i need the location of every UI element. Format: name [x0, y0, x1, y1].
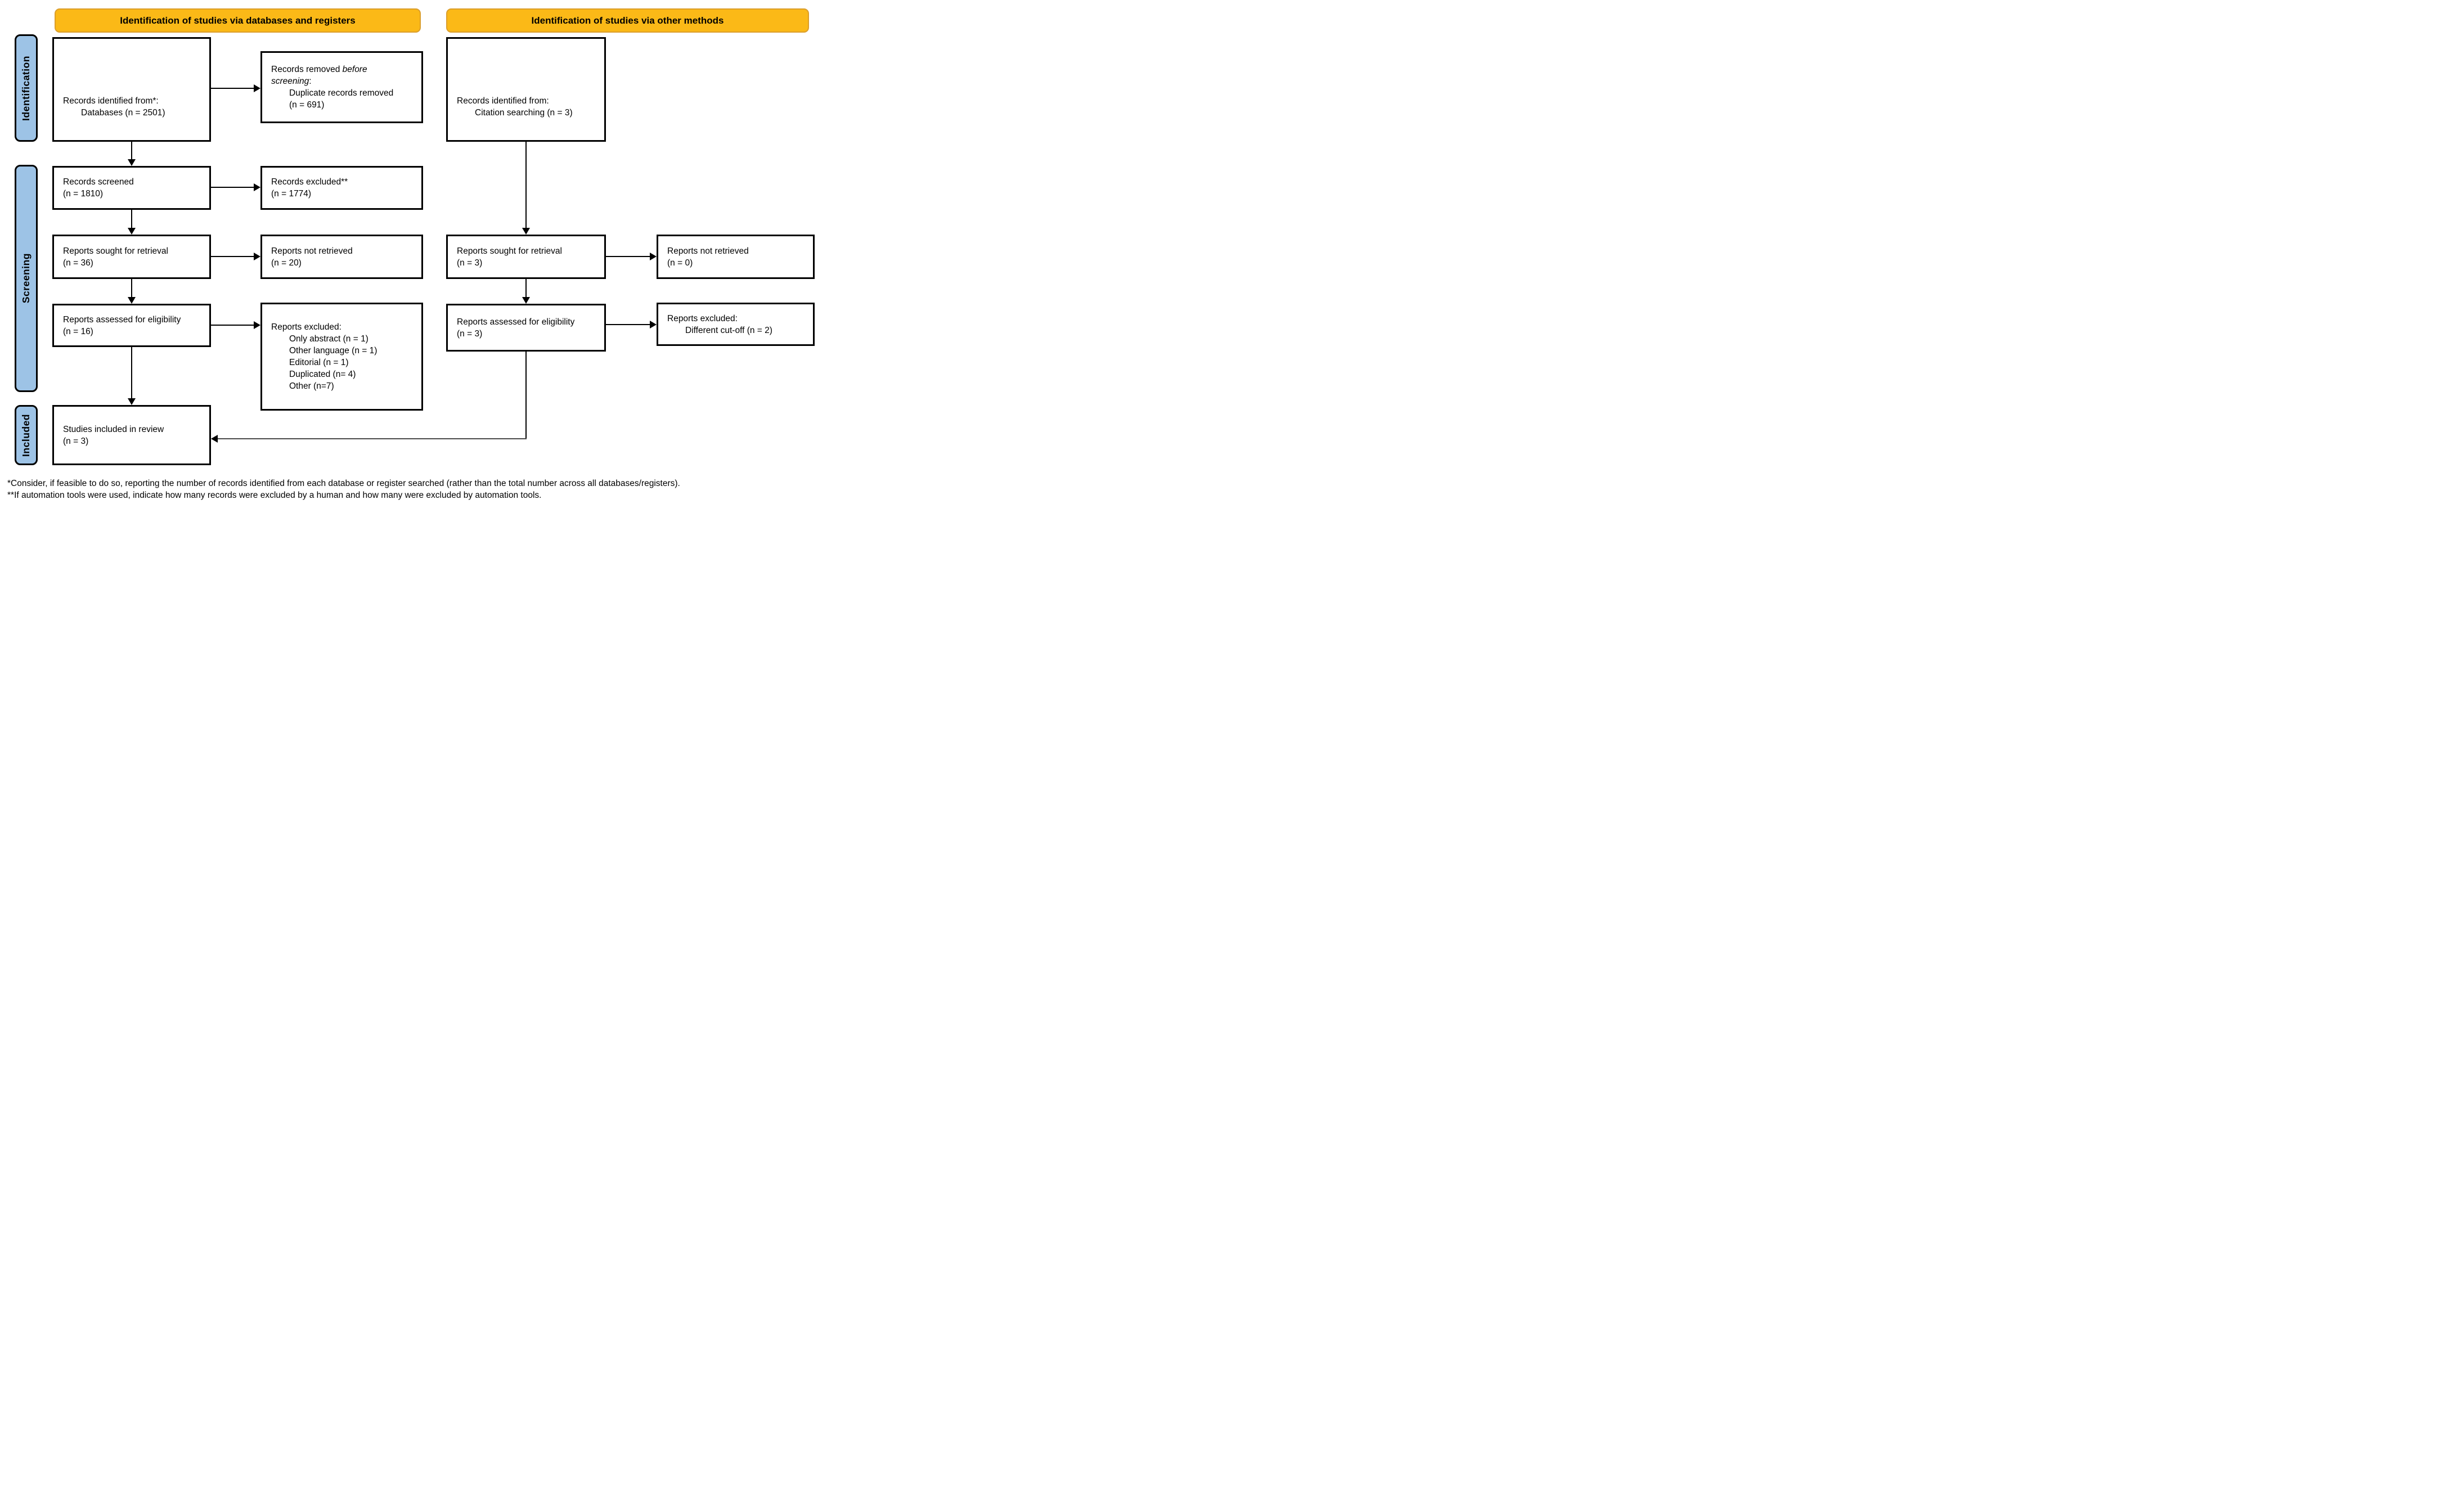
phase-tab-included: Included [15, 405, 38, 465]
connector-assessed-other-down-line [525, 352, 527, 439]
box-reports-not-retrieved-other: Reports not retrieved (n = 0) [657, 235, 815, 279]
arrow-screened-to-excluded-line [211, 187, 254, 188]
footnote-asterisk: *Consider, if feasible to do so, reporti… [7, 479, 680, 488]
arrow-assessed-to-included-head [128, 398, 136, 405]
box-reports-not-retrieved-line2: (n = 20) [271, 258, 302, 268]
arrow-assessed-other-to-excluded-line [606, 324, 650, 325]
box-reports-sought: Reports sought for retrieval (n = 36) [52, 235, 211, 279]
arrow-sought-other-to-assessed-line [525, 279, 527, 298]
box-reports-sought-other: Reports sought for retrieval (n = 3) [446, 235, 606, 279]
box-records-screened: Records screened (n = 1810) [52, 166, 211, 210]
arrow-assessed-to-reasons-line [211, 325, 254, 326]
arrow-screened-to-sought-line [131, 210, 132, 229]
box-reports-assessed-other-line1: Reports assessed for eligibility [457, 317, 575, 327]
banner-databases-registers: Identification of studies via databases … [55, 8, 421, 33]
connector-to-included-line [218, 438, 527, 439]
arrow-sought-to-assessed-head [128, 297, 136, 304]
box-records-removed-line1: Records removed before [271, 65, 367, 74]
box-records-excluded-line1: Records excluded** [271, 177, 348, 187]
box-citation-line2: Citation searching (n = 3) [475, 108, 573, 118]
arrow-sought-to-notretrieved-head [254, 253, 260, 260]
box-reports-sought-other-line1: Reports sought for retrieval [457, 246, 562, 256]
arrow-identified-to-screened-line [131, 142, 132, 160]
box-reports-excluded-item-1: Only abstract (n = 1) [289, 334, 369, 344]
box-records-excluded-line2: (n = 1774) [271, 189, 312, 199]
phase-tab-identification: Identification [15, 34, 38, 142]
phase-tab-identification-label: Identification [20, 55, 32, 121]
arrow-identified-to-removed-line [211, 88, 254, 89]
box-records-identified-line2: Databases (n = 2501) [81, 108, 165, 118]
box-records-screened-line1: Records screened [63, 177, 134, 187]
box-studies-included-line2: (n = 3) [63, 436, 89, 446]
arrow-citation-to-sought-head [522, 228, 530, 235]
box-citation-line1: Records identified from: [457, 96, 549, 106]
box-records-identified-line1: Records identified from*: [63, 96, 159, 106]
box-reports-not-retrieved-other-line2: (n = 0) [667, 258, 693, 268]
box-reports-excluded-item-4: Duplicated (n= 4) [289, 370, 356, 379]
box-records-identified-databases: Records identified from*: Databases (n =… [52, 37, 211, 142]
box-studies-included-line1: Studies included in review [63, 424, 164, 434]
footnotes: *Consider, if feasible to do so, reporti… [7, 478, 680, 501]
box-records-screened-line2: (n = 1810) [63, 189, 104, 199]
box-reports-not-retrieved-other-line1: Reports not retrieved [667, 246, 749, 256]
arrow-sought-other-to-assessed-head [522, 297, 530, 304]
arrow-screened-to-excluded-head [254, 183, 260, 191]
box-reports-assessed: Reports assessed for eligibility (n = 16… [52, 304, 211, 347]
box-reports-excluded-reasons: Reports excluded: Only abstract (n = 1) … [260, 303, 423, 411]
box-reports-excluded-title: Reports excluded: [271, 322, 341, 332]
arrow-sought-to-notretrieved-line [211, 256, 254, 257]
arrow-sought-to-assessed-line [131, 279, 132, 298]
banner-other-methods-label: Identification of studies via other meth… [531, 15, 724, 26]
arrow-assessed-to-included-line [131, 347, 132, 399]
box-reports-excluded-other-title: Reports excluded: [667, 313, 738, 323]
box-reports-sought-other-line2: (n = 3) [457, 258, 483, 268]
box-reports-excluded-other: Reports excluded: Different cut-off (n =… [657, 303, 815, 346]
box-reports-not-retrieved-line1: Reports not retrieved [271, 246, 353, 256]
phase-tab-screening-label: Screening [20, 253, 32, 304]
arrow-screened-to-sought-head [128, 228, 136, 235]
box-reports-assessed-line2: (n = 16) [63, 326, 93, 336]
box-records-identified-citation: Records identified from: Citation search… [446, 37, 606, 142]
box-reports-excluded-item-5: Other (n=7) [289, 381, 334, 391]
prisma-flow-diagram: Identification of studies via databases … [0, 0, 816, 504]
box-records-removed-before-screening: Records removed before screening: Duplic… [260, 51, 423, 123]
arrow-assessed-to-reasons-head [254, 321, 260, 329]
box-records-removed-line4: (n = 691) [289, 100, 325, 110]
banner-other-methods: Identification of studies via other meth… [446, 8, 809, 33]
box-reports-assessed-other: Reports assessed for eligibility (n = 3) [446, 304, 606, 352]
arrow-citation-to-sought-line [525, 142, 527, 228]
footnote-double-asterisk: **If automation tools were used, indicat… [7, 490, 542, 500]
box-reports-excluded-other-item: Different cut-off (n = 2) [685, 325, 772, 335]
arrow-identified-to-screened-head [128, 159, 136, 166]
arrow-sought-other-to-notretrieved-head [650, 253, 657, 260]
banner-databases-registers-label: Identification of studies via databases … [120, 15, 356, 26]
box-reports-excluded-item-3: Editorial (n = 1) [289, 358, 349, 367]
arrow-sought-other-to-notretrieved-line [606, 256, 650, 257]
phase-tab-screening: Screening [15, 165, 38, 392]
box-reports-assessed-other-line2: (n = 3) [457, 328, 483, 339]
box-records-excluded: Records excluded** (n = 1774) [260, 166, 423, 210]
arrow-identified-to-removed-head [254, 84, 260, 92]
box-studies-included: Studies included in review (n = 3) [52, 405, 211, 465]
connector-to-included-head [211, 435, 218, 443]
box-reports-sought-line1: Reports sought for retrieval [63, 246, 168, 256]
arrow-assessed-other-to-excluded-head [650, 321, 657, 328]
box-reports-not-retrieved: Reports not retrieved (n = 20) [260, 235, 423, 279]
box-records-removed-line2: screening: [271, 76, 312, 86]
box-records-removed-line3: Duplicate records removed [289, 88, 394, 98]
box-reports-assessed-line1: Reports assessed for eligibility [63, 314, 181, 325]
box-reports-excluded-item-2: Other language (n = 1) [289, 346, 378, 356]
phase-tab-included-label: Included [20, 413, 32, 457]
box-reports-sought-line2: (n = 36) [63, 258, 93, 268]
